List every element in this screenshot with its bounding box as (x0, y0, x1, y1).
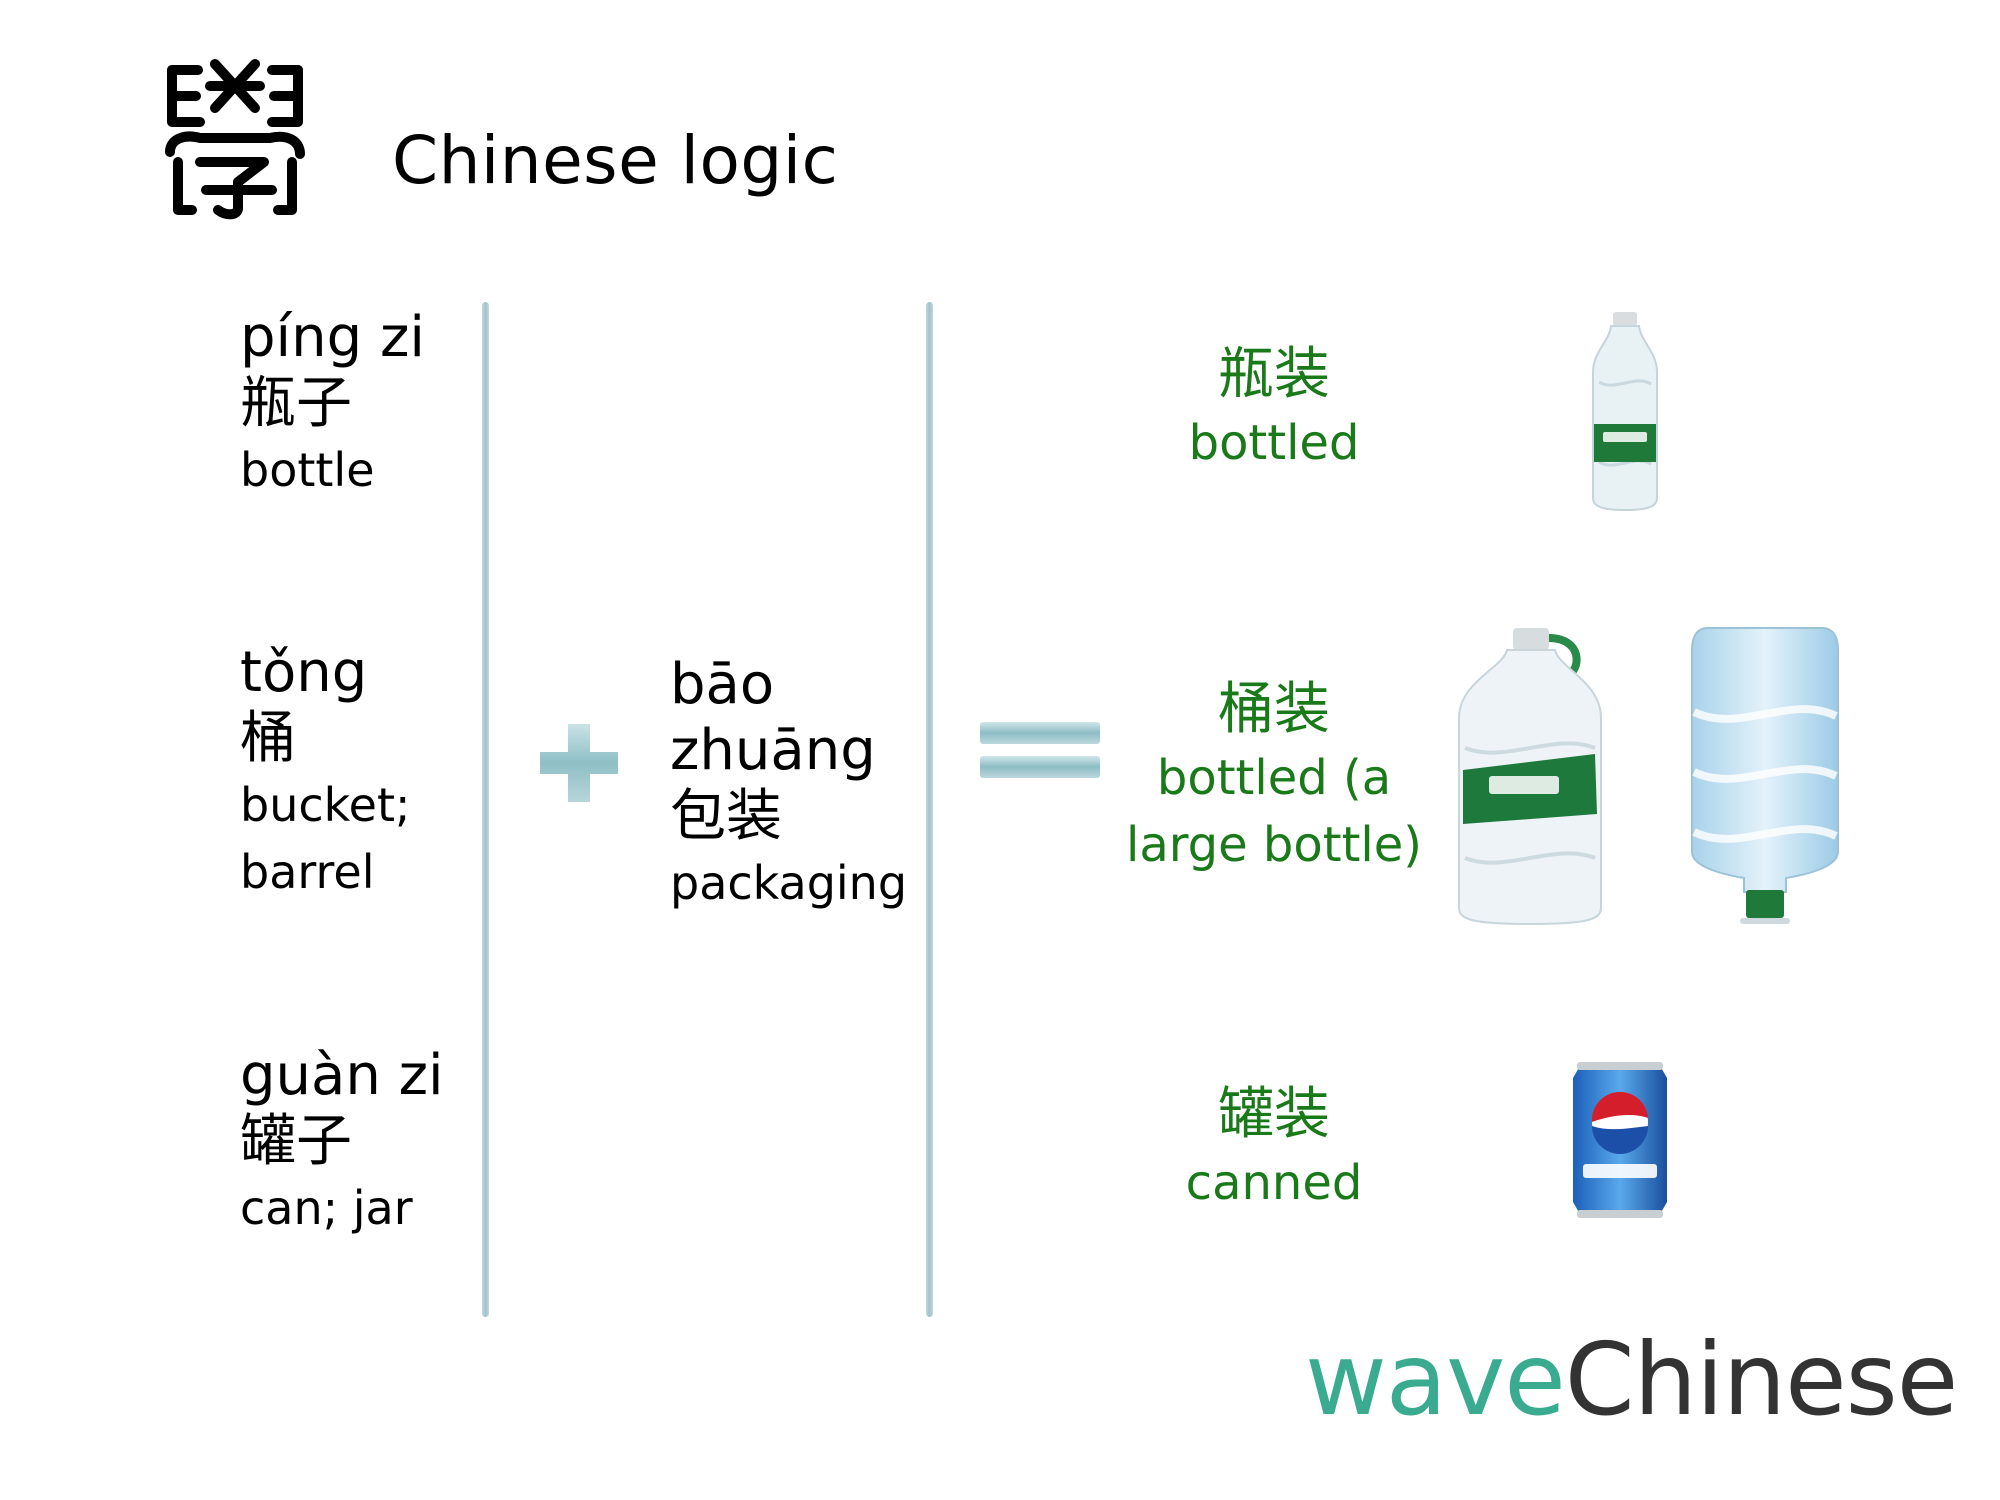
item-hanzi: 瓶子 (240, 371, 352, 437)
mid-pinyin-2: zhuāng (670, 718, 876, 784)
divider-left (482, 302, 489, 1317)
result-hanzi: 罐装 (1218, 1082, 1330, 1147)
result-english: bottled (a (1156, 750, 1392, 806)
soda-can-image (1573, 1062, 1667, 1218)
item-pinyin: píng zi (240, 305, 425, 370)
large-water-jug-image (1458, 628, 1602, 926)
page-title: Chinese logic (392, 122, 839, 199)
plus-icon (540, 724, 618, 802)
mid-english: packaging (670, 856, 908, 911)
result-hanzi: 桶装 (1218, 677, 1330, 742)
word-item-bucket: tǒng 桶 bucket; barrel (240, 640, 410, 906)
item-hanzi: 罐子 (240, 1109, 352, 1175)
brand-part-chinese: Chinese (1564, 1321, 1959, 1438)
result-english: large bottle) (1126, 817, 1422, 874)
item-pinyin: tǒng (240, 640, 368, 705)
brand-part-wave: wave (1305, 1321, 1566, 1438)
word-item-can: guàn zi 罐子 can; jar (240, 1043, 444, 1242)
result-bottled: 瓶装 bottled (1054, 340, 1494, 477)
result-english: bottled (1188, 415, 1360, 471)
word-item-bottle: píng zi 瓶子 bottle (240, 305, 425, 504)
water-cooler-jug-image (1691, 627, 1839, 924)
seal-character-icon (165, 59, 305, 220)
item-english: bucket; (240, 778, 411, 833)
water-bottle-image (1592, 312, 1658, 512)
result-english: canned (1185, 1155, 1363, 1211)
result-hanzi: 瓶装 (1218, 342, 1330, 407)
brand-logo: waveChinese (1305, 1330, 1958, 1430)
result-canned: 罐装 canned (1054, 1080, 1494, 1217)
result-large-bottle: 桶装 bottled (a large bottle) (1054, 675, 1494, 879)
divider-right (926, 302, 933, 1317)
item-english: can; jar (240, 1181, 413, 1236)
equals-icon (980, 722, 1100, 778)
mid-pinyin-1: bāo (670, 652, 775, 717)
item-english: bottle (240, 443, 375, 498)
item-pinyin: guàn zi (240, 1043, 444, 1108)
mid-hanzi: 包装 (670, 784, 782, 850)
item-english: barrel (240, 844, 375, 899)
item-hanzi: 桶 (240, 706, 296, 772)
packaging-term: bāo zhuāng 包装 packaging (670, 652, 907, 917)
